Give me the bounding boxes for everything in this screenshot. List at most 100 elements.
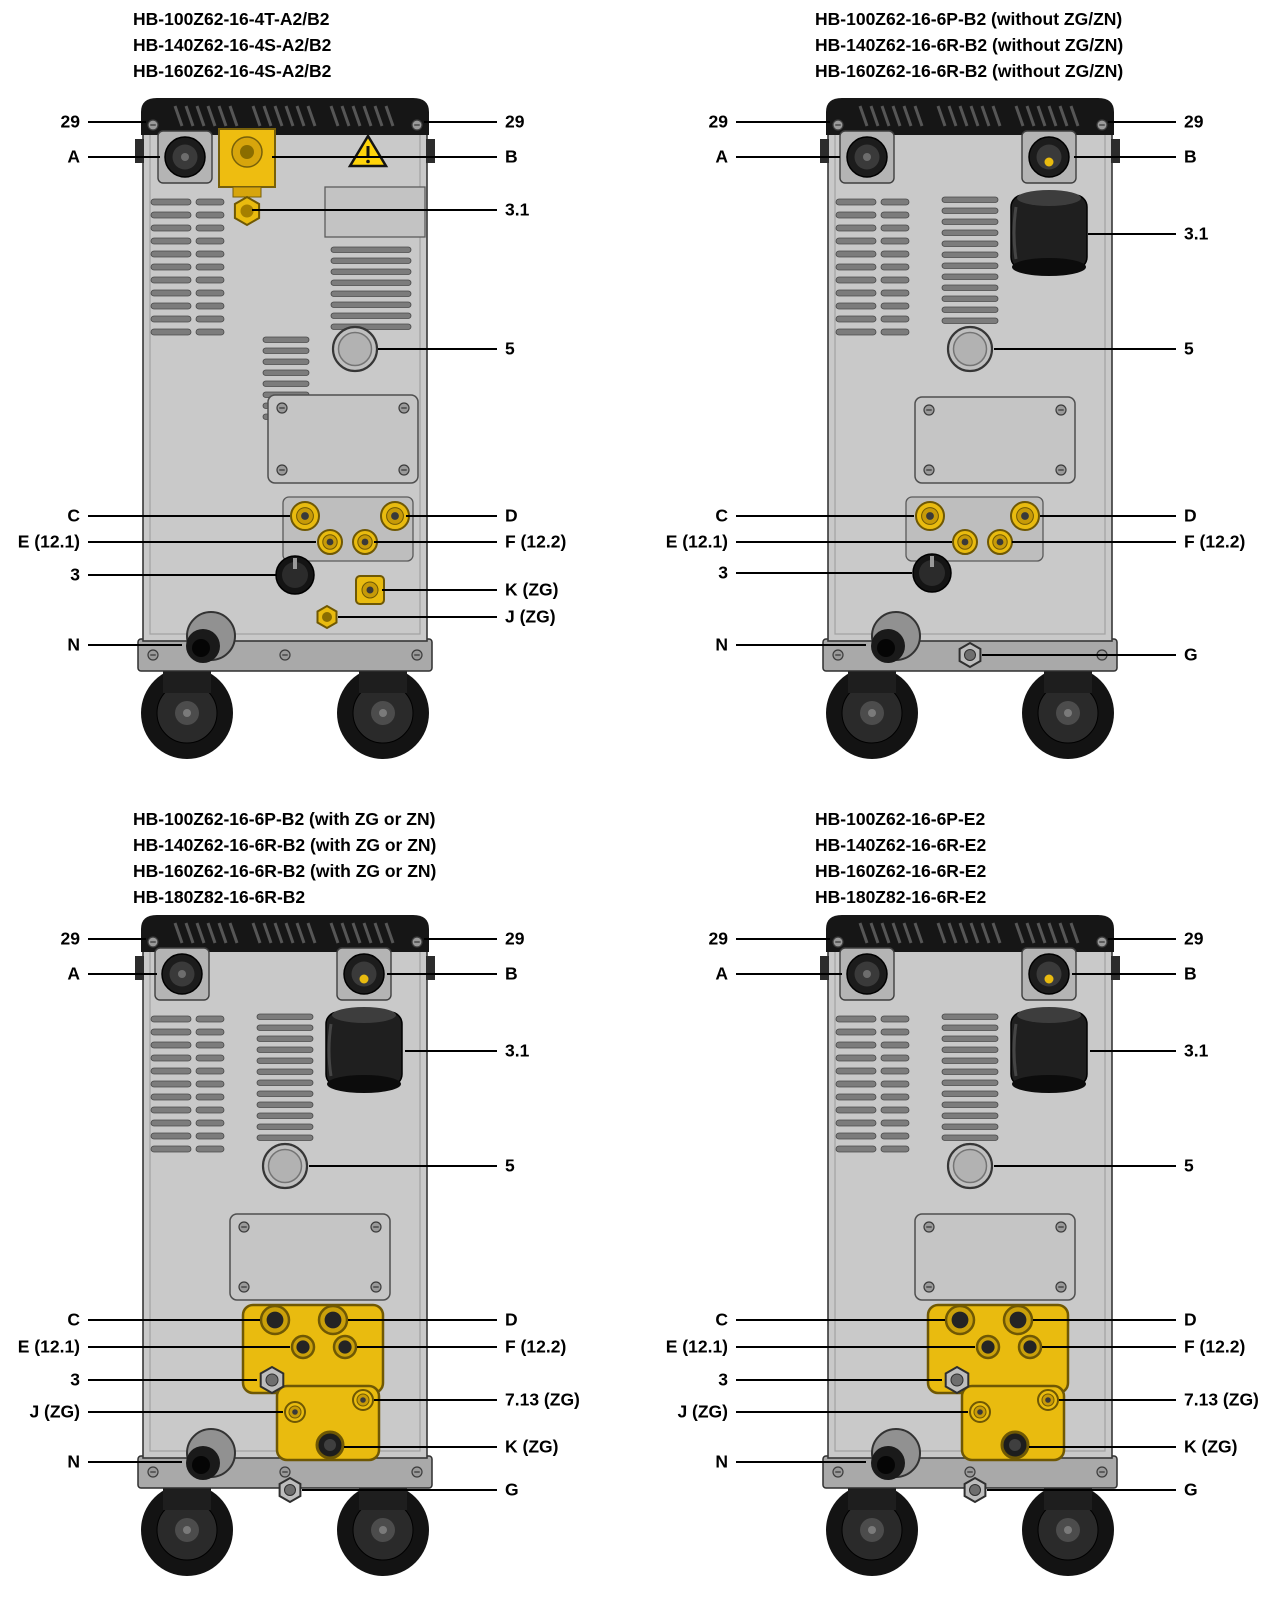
callout-label-a: A	[67, 146, 80, 167]
screw-icon	[832, 1466, 844, 1478]
callout-label-j-zg: J (ZG)	[505, 606, 556, 627]
side-bracket	[1111, 956, 1120, 980]
top-vent-grille	[173, 105, 395, 127]
callout-line	[1040, 515, 1176, 517]
callout-line	[88, 574, 276, 576]
callout-label-3: 3	[70, 564, 80, 585]
callout-label-g: G	[505, 1479, 519, 1500]
screw-icon	[276, 402, 288, 414]
connector-a	[839, 947, 895, 1001]
callout-line	[348, 1319, 497, 1321]
callout-line	[272, 156, 497, 158]
callout-label-7.13-zg: 7.13 (ZG)	[1184, 1389, 1259, 1410]
callout-line	[1012, 541, 1176, 543]
knob-3	[275, 555, 315, 595]
side-bracket	[1111, 139, 1120, 163]
top-vent-grille	[858, 922, 1080, 944]
opening-5	[946, 1142, 994, 1190]
callout-line	[736, 1411, 968, 1413]
callout-line	[88, 121, 146, 123]
socket-e-12-1	[952, 529, 978, 555]
connector-b	[1021, 130, 1077, 184]
vent-louvers-center	[256, 1013, 314, 1141]
callout-line	[424, 938, 497, 940]
cover-screws-29	[147, 119, 423, 131]
fitting-3	[259, 1365, 285, 1395]
callout-line	[357, 1346, 497, 1348]
top-cover	[826, 98, 1114, 135]
connector-a	[154, 947, 210, 1001]
callout-line	[302, 1489, 497, 1491]
cable-gland-n	[186, 611, 236, 663]
screw-icon	[1096, 119, 1108, 131]
model-number: HB-160Z62-16-6R-E2	[815, 861, 987, 881]
callout-label-3: 3	[718, 562, 728, 583]
callout-label-5: 5	[1184, 338, 1194, 359]
callout-line	[1108, 121, 1176, 123]
model-number: HB-140Z62-16-6R-B2 (with ZG or ZN)	[133, 835, 437, 855]
callout-line	[736, 541, 952, 543]
vent-louvers-left	[150, 198, 225, 336]
cover-screws-29	[832, 119, 1108, 131]
callout-line	[424, 121, 497, 123]
callout-line	[88, 644, 182, 646]
screw-icon	[276, 464, 288, 476]
screw-icon	[238, 1221, 250, 1233]
callout-label-5: 5	[505, 338, 515, 359]
screw-icon	[1055, 1221, 1067, 1233]
callout-label-f-12.2: F (12.2)	[1184, 531, 1246, 552]
callout-line	[1072, 973, 1176, 975]
socket-d	[380, 501, 410, 531]
screw-icon	[832, 119, 844, 131]
callout-line	[736, 121, 830, 123]
vent-louvers-center	[941, 196, 999, 324]
callout-line	[88, 1319, 260, 1321]
vent-louvers-left	[150, 1015, 225, 1153]
service-panel	[914, 396, 1076, 484]
model-number: HB-140Z62-16-4S-A2/B2	[133, 35, 332, 55]
callout-label-f-12.2: F (12.2)	[1184, 1336, 1246, 1357]
callout-line	[1090, 1050, 1176, 1052]
callout-line	[1088, 233, 1176, 235]
callout-label-b: B	[1184, 146, 1197, 167]
socket-d	[1002, 1304, 1034, 1336]
callout-label-k-zg: K (ZG)	[505, 579, 559, 600]
warning-triangle-icon	[347, 133, 389, 168]
callout-label-d: D	[1184, 505, 1197, 526]
callout-label-5: 5	[1184, 1155, 1194, 1176]
callout-label-j-zg: J (ZG)	[677, 1401, 728, 1422]
coolant-block-b	[218, 128, 276, 198]
screw-icon	[411, 1466, 423, 1478]
top-cover	[141, 98, 429, 135]
callout-label-b: B	[505, 963, 518, 984]
service-panel	[267, 394, 419, 484]
port-j-zg	[316, 604, 338, 630]
callout-line	[982, 654, 1176, 656]
callout-label-7.13-zg: 7.13 (ZG)	[505, 1389, 580, 1410]
vent-louvers-left	[835, 198, 910, 336]
port-j-zg	[969, 1401, 991, 1423]
callout-label-a: A	[67, 963, 80, 984]
rear-view-6p-6r-b2-with-zg-zn: HB-100Z62-16-6P-B2 (with ZG or ZN)HB-140…	[0, 800, 640, 1600]
model-number: HB-100Z62-16-6P-B2 (without ZG/ZN)	[815, 9, 1123, 29]
socket-e-12-1	[317, 529, 343, 555]
callout-label-c: C	[67, 1309, 80, 1330]
screw-icon	[411, 649, 423, 661]
callout-line	[88, 1379, 257, 1381]
callout-label-e-12.1: E (12.1)	[17, 1336, 80, 1357]
callout-label-n: N	[715, 634, 728, 655]
screw-icon	[238, 1281, 250, 1293]
side-bracket	[426, 956, 435, 980]
callout-label-d: D	[505, 505, 518, 526]
callout-line	[1033, 1319, 1176, 1321]
opening-5	[946, 325, 994, 373]
callout-label-29: 29	[708, 111, 728, 132]
screw-icon	[147, 119, 159, 131]
callout-label-29: 29	[505, 111, 525, 132]
callout-label-29: 29	[708, 928, 728, 949]
callout-label-29: 29	[1184, 928, 1204, 949]
callout-line	[338, 616, 497, 618]
